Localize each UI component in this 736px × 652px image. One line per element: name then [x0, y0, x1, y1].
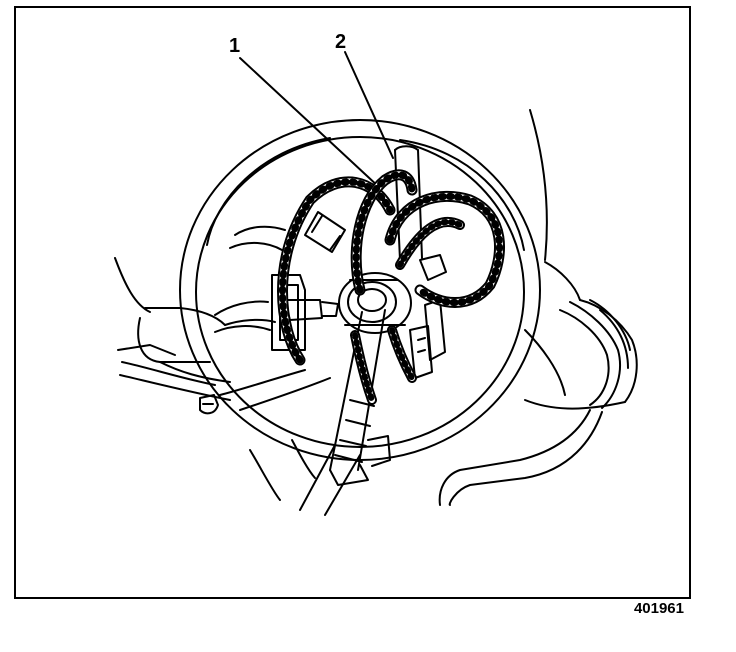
diagram-frame: [14, 6, 691, 599]
corrugated-wire-loops: [277, 169, 505, 405]
left-housing: [114, 257, 276, 415]
figure-id-label: 401961: [633, 600, 684, 617]
pump-grommet: [338, 272, 412, 334]
callout-leaders: [239, 51, 394, 189]
callout-number-1: 1: [229, 35, 241, 57]
callout-number-2: 2: [335, 31, 347, 53]
right-connector: [409, 254, 447, 379]
upper-left-connector: [304, 211, 346, 253]
right-corrugated-hose: [438, 109, 638, 506]
inner-harness-lines: [214, 225, 331, 411]
